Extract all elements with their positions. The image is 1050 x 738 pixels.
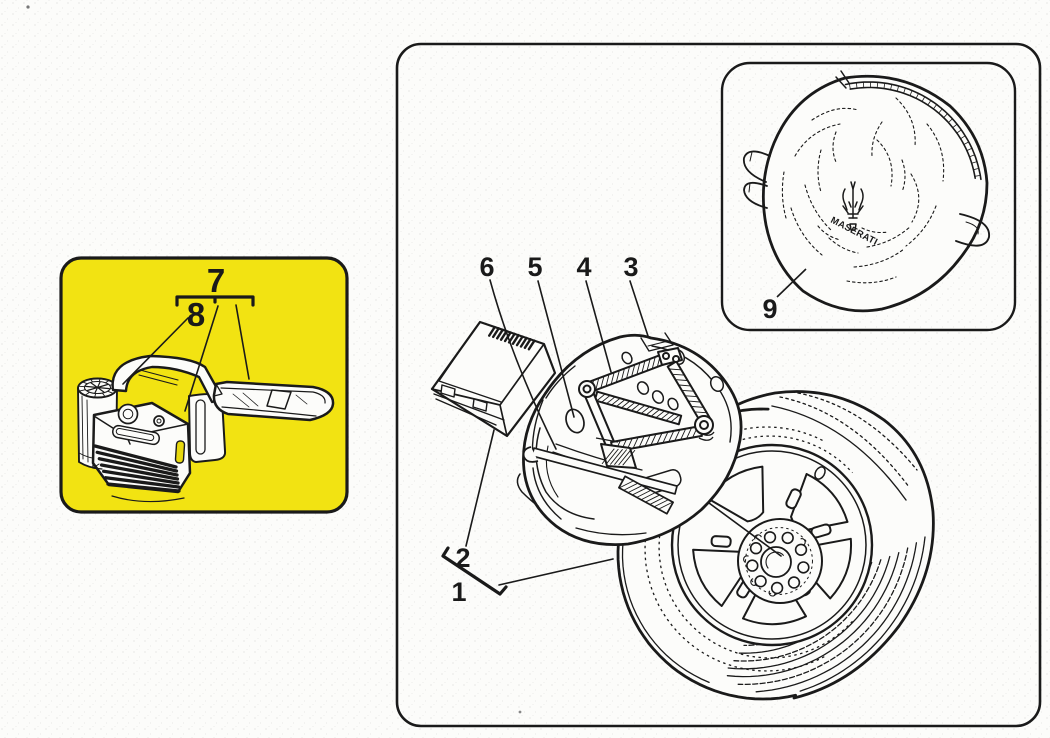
svg-text:5: 5 (527, 252, 542, 282)
svg-text:6: 6 (479, 252, 494, 282)
svg-text:3: 3 (623, 252, 638, 282)
svg-text:9: 9 (762, 294, 777, 324)
svg-text:8: 8 (187, 296, 205, 333)
svg-text:1: 1 (451, 577, 466, 607)
svg-text:4: 4 (576, 252, 591, 282)
svg-text:7: 7 (207, 262, 225, 299)
